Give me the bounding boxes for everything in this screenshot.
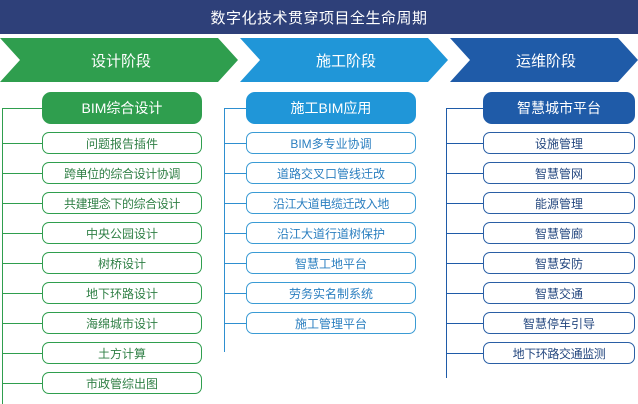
connector-branch bbox=[2, 263, 42, 265]
node-operations-1[interactable]: 智慧管网 bbox=[483, 162, 635, 184]
tree-row: 问题报告插件 bbox=[2, 128, 216, 158]
connector-branch bbox=[2, 143, 42, 145]
tree-row: 中央公园设计 bbox=[2, 218, 216, 248]
tree-row: 地下环路设计 bbox=[2, 278, 216, 308]
tree-row: BIM综合设计 bbox=[2, 88, 216, 128]
node-list-operations: 智慧城市平台 设施管理 智慧管网 能源管理 智慧管廊 智慧安防 智慧交通 智 bbox=[446, 88, 636, 368]
connector-branch bbox=[446, 173, 483, 175]
tree-row: 智慧工地平台 bbox=[224, 248, 438, 278]
node-construction-0[interactable]: BIM多专业协调 bbox=[246, 132, 416, 154]
connector-branch bbox=[446, 233, 483, 235]
node-construction-5[interactable]: 劳务实名制系统 bbox=[246, 282, 416, 304]
phase-ribbon: 设计阶段 施工阶段 运维阶段 bbox=[0, 38, 638, 82]
connector-branch bbox=[446, 203, 483, 205]
phase-arrow-design[interactable]: 设计阶段 bbox=[0, 38, 238, 82]
tree-row: 沿江大道行道树保护 bbox=[224, 218, 438, 248]
phase-label-operations: 运维阶段 bbox=[515, 52, 576, 70]
node-design-2[interactable]: 共建理念下的综合设计 bbox=[42, 192, 202, 214]
connector-branch bbox=[446, 323, 483, 325]
connector-branch bbox=[224, 233, 246, 235]
phase-label-construction: 施工阶段 bbox=[315, 52, 376, 70]
connector-branch bbox=[2, 203, 42, 205]
tree-row: 跨单位的综合设计协调 bbox=[2, 158, 216, 188]
node-head-construction[interactable]: 施工BIM应用 bbox=[246, 92, 416, 124]
connector-branch bbox=[224, 263, 246, 265]
node-list-design: BIM综合设计 问题报告插件 跨单位的综合设计协调 共建理念下的综合设计 中央公… bbox=[2, 88, 216, 398]
node-operations-7[interactable]: 地下环路交通监测 bbox=[483, 342, 635, 364]
node-list-construction: 施工BIM应用 BIM多专业协调 道路交叉口管线迁改 沿江大道电缆迁改入地 沿江… bbox=[224, 88, 438, 338]
column-design: BIM综合设计 问题报告插件 跨单位的综合设计协调 共建理念下的综合设计 中央公… bbox=[2, 88, 216, 404]
node-design-7[interactable]: 土方计算 bbox=[42, 342, 202, 364]
tree-row: 智慧城市平台 bbox=[446, 88, 636, 128]
connector-branch bbox=[224, 203, 246, 205]
tree-row: BIM多专业协调 bbox=[224, 128, 438, 158]
node-design-6[interactable]: 海绵城市设计 bbox=[42, 312, 202, 334]
node-design-4[interactable]: 树桥设计 bbox=[42, 252, 202, 274]
node-operations-4[interactable]: 智慧安防 bbox=[483, 252, 635, 274]
column-construction: 施工BIM应用 BIM多专业协调 道路交叉口管线迁改 沿江大道电缆迁改入地 沿江… bbox=[224, 88, 438, 352]
tree-row: 智慧管廊 bbox=[446, 218, 636, 248]
connector-branch bbox=[446, 263, 483, 265]
tree-row: 设施管理 bbox=[446, 128, 636, 158]
node-construction-3[interactable]: 沿江大道行道树保护 bbox=[246, 222, 416, 244]
column-operations: 智慧城市平台 设施管理 智慧管网 能源管理 智慧管廊 智慧安防 智慧交通 智 bbox=[446, 88, 636, 378]
connector-branch bbox=[224, 293, 246, 295]
page-title: 数字化技术贯穿项目全生命周期 bbox=[210, 9, 428, 27]
node-operations-3[interactable]: 智慧管廊 bbox=[483, 222, 635, 244]
tree-row: 智慧安防 bbox=[446, 248, 636, 278]
node-design-0[interactable]: 问题报告插件 bbox=[42, 132, 202, 154]
connector-branch bbox=[224, 143, 246, 145]
tree-row: 施工BIM应用 bbox=[224, 88, 438, 128]
phase-label-design: 设计阶段 bbox=[90, 52, 151, 70]
node-operations-6[interactable]: 智慧停车引导 bbox=[483, 312, 635, 334]
connector-branch bbox=[224, 323, 246, 325]
node-construction-1[interactable]: 道路交叉口管线迁改 bbox=[246, 162, 416, 184]
node-operations-0[interactable]: 设施管理 bbox=[483, 132, 635, 154]
connector-branch bbox=[2, 233, 42, 235]
tree-row: 智慧管网 bbox=[446, 158, 636, 188]
connector-branch bbox=[2, 293, 42, 295]
tree-row: 智慧交通 bbox=[446, 278, 636, 308]
tree-row: 能源管理 bbox=[446, 188, 636, 218]
connector-branch bbox=[2, 323, 42, 325]
node-head-operations[interactable]: 智慧城市平台 bbox=[483, 92, 635, 124]
tree-row: 树桥设计 bbox=[2, 248, 216, 278]
connector-branch bbox=[446, 108, 483, 110]
node-operations-5[interactable]: 智慧交通 bbox=[483, 282, 635, 304]
node-head-design[interactable]: BIM综合设计 bbox=[42, 92, 202, 124]
tree-row: 土方计算 bbox=[2, 338, 216, 368]
node-construction-4[interactable]: 智慧工地平台 bbox=[246, 252, 416, 274]
tree-row: 共建理念下的综合设计 bbox=[2, 188, 216, 218]
node-design-8[interactable]: 市政管综出图 bbox=[42, 372, 202, 394]
connector-trunk-construction bbox=[224, 108, 226, 352]
phase-arrow-operations[interactable]: 运维阶段 bbox=[450, 38, 638, 82]
tree-row: 海绵城市设计 bbox=[2, 308, 216, 338]
node-design-3[interactable]: 中央公园设计 bbox=[42, 222, 202, 244]
page-title-bar: 数字化技术贯穿项目全生命周期 bbox=[0, 0, 638, 34]
node-construction-2[interactable]: 沿江大道电缆迁改入地 bbox=[246, 192, 416, 214]
tree-row: 道路交叉口管线迁改 bbox=[224, 158, 438, 188]
connector-branch bbox=[2, 353, 42, 355]
tree-row: 市政管综出图 bbox=[2, 368, 216, 398]
node-design-5[interactable]: 地下环路设计 bbox=[42, 282, 202, 304]
node-construction-6[interactable]: 施工管理平台 bbox=[246, 312, 416, 334]
phase-arrow-construction[interactable]: 施工阶段 bbox=[240, 38, 448, 82]
node-design-1[interactable]: 跨单位的综合设计协调 bbox=[42, 162, 202, 184]
tree-row: 地下环路交通监测 bbox=[446, 338, 636, 368]
tree-row: 劳务实名制系统 bbox=[224, 278, 438, 308]
connector-branch bbox=[446, 293, 483, 295]
tree-row: 沿江大道电缆迁改入地 bbox=[224, 188, 438, 218]
connector-trunk-operations bbox=[446, 108, 448, 378]
connector-branch bbox=[2, 173, 42, 175]
connector-branch bbox=[2, 108, 42, 110]
connector-branch bbox=[446, 143, 483, 145]
connector-trunk-design bbox=[2, 108, 4, 404]
tree-row: 智慧停车引导 bbox=[446, 308, 636, 338]
connector-branch bbox=[224, 173, 246, 175]
tree-row: 施工管理平台 bbox=[224, 308, 438, 338]
connector-branch bbox=[2, 383, 42, 385]
node-operations-2[interactable]: 能源管理 bbox=[483, 192, 635, 214]
connector-branch bbox=[224, 108, 246, 110]
connector-branch bbox=[446, 353, 483, 355]
